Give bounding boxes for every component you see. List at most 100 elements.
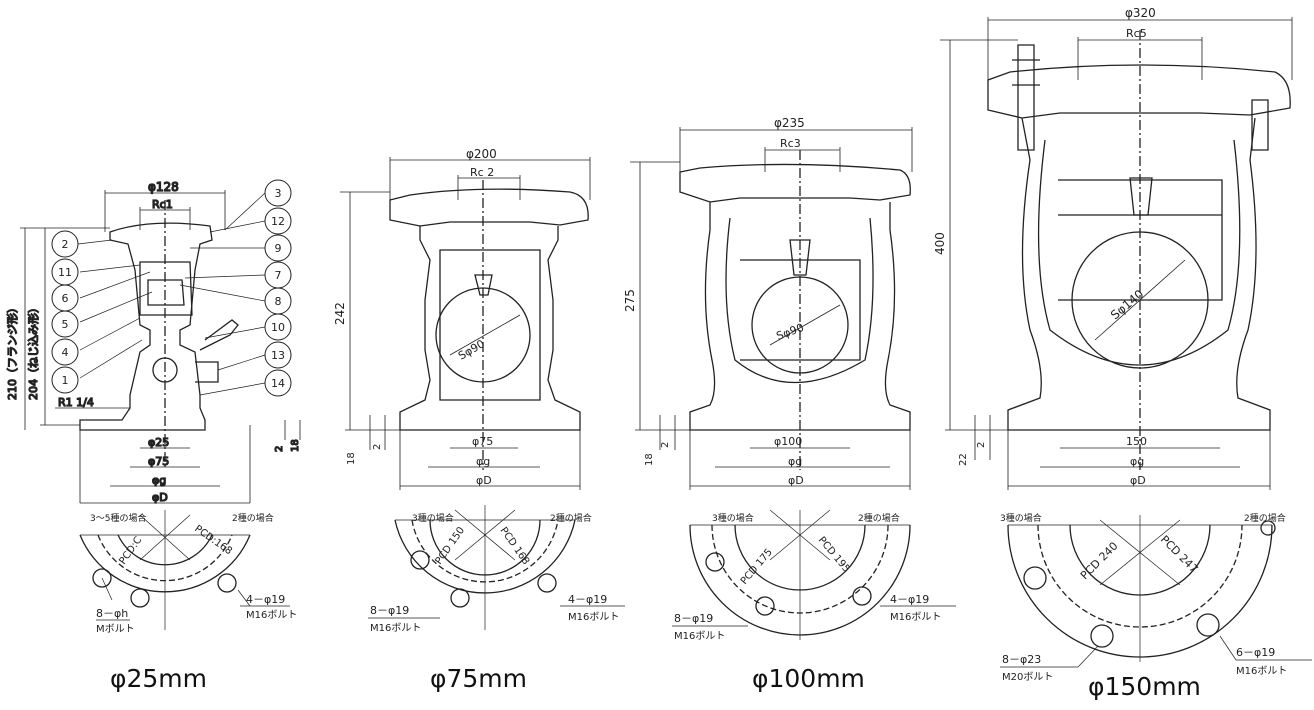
d100-phi235: φ235 [774,116,805,130]
d100-bolt-left: 8－φ19 [674,612,713,625]
d150-bolt-right [1251,99,1269,151]
callout-10 [264,313,292,341]
d100-phig: φg [788,455,802,468]
d25-dim-height [20,227,130,430]
callout-4-label: 4 [62,346,69,359]
d25-rc1: Rc1 [152,198,173,211]
d25-plan-lines [80,510,250,630]
d150-phi320: φ320 [1125,6,1156,20]
d25-phi128: φ128 [148,180,179,194]
callout-8-label: 8 [275,295,282,308]
d100-flange-plan: 3種の場合 2種の場合 PCD 175 PCD 195 8－φ19 M16ボルト… [672,509,956,642]
caption-d100: φ100mm [752,664,865,693]
callout-1 [51,366,79,394]
d25-callouts [51,179,292,397]
d100-bolt-hole-right [852,586,872,606]
d150-inner [1037,139,1241,366]
d25-bolt-left-sub: Mボルト [96,623,135,635]
d100-bolt-left-sub: M16ボルト [674,630,725,642]
caption-d150: φ150mm [1088,672,1201,701]
d150-bolt-hole-right2 [1260,520,1276,536]
d150-bolt-left-sub: M20ボルト [1002,671,1053,683]
d75-sphere: Sφ90 [456,337,487,362]
d150-dim-22: 22 [958,453,969,466]
d25-h-screw: 204（ねじ込み形） [27,302,40,400]
d25-bolt-right-sub: M16ボルト [246,609,297,621]
d100-bolt-right-sub: M16ボルト [890,611,941,623]
d150-dim-2: 2 [976,442,987,448]
d75-inner-wall [439,249,541,401]
d150-bolt-right: 6－φ19 [1236,646,1275,659]
callout-6-label: 6 [62,292,69,305]
d25-h-flange: 210（フランジ形） [6,302,19,400]
callout-7-label: 7 [275,269,282,282]
d25-bolt-leaders [96,577,290,621]
d75-phiD: φD [476,474,492,487]
d100-bolt-hole-left [705,552,725,572]
d100-pcd-left: PCD 175 [739,547,775,587]
callout-5 [51,310,79,338]
d25-dim-bottom [79,420,301,504]
d150-bolt-left [1012,44,1040,151]
callout-3 [264,179,292,207]
d150-float-arm [1129,177,1153,216]
d75-bolt-leaders [368,605,625,619]
d100-bolt-right: 4－φ19 [890,593,929,606]
d25-bolt-hole-right [217,573,237,593]
callout-13 [264,341,292,369]
callout-3-label: 3 [275,187,282,200]
d150-dims [940,17,1293,490]
callout-1-label: 1 [62,374,69,387]
d150-plan-lines [1008,515,1272,662]
d75-dim-2: 2 [372,444,383,450]
d100-cover [679,163,911,203]
d100-type-left: 3種の場合 [712,512,754,524]
d75-cover [389,188,589,227]
callout-12-label: 12 [271,215,285,228]
view-d100: φ235 Rc3 275 Sφ90 φ100 φg φD 18 2 3種の場合 … [623,116,956,642]
d25-float [147,279,185,306]
d100-dim-2: 2 [660,442,671,448]
d100-rc3: Rc3 [780,137,801,150]
d75-body [399,226,581,431]
d75-bolt-hole-left2 [450,588,470,608]
d150-pcd-right: PCD 247 [1158,533,1201,576]
d75-bolt-right-sub: M16ボルト [568,611,619,623]
d150-type-right: 2種の場合 [1244,512,1286,524]
d75-float-arm [474,274,493,296]
callout-14 [264,369,292,397]
d150-rc5: Rc5 [1126,27,1147,40]
d100-height: 275 [623,289,637,312]
d75-bolt-hole-left [410,550,430,570]
d25-type-left: 3～5種の場合 [90,512,146,524]
view-d150: φ320 Rc5 400 Sφ140 150 φg φD 22 2 3種の場合 … [933,6,1312,683]
d25-bolt-hole-left [92,568,112,588]
d100-dims [630,127,913,490]
d100-bolt-hole-left2 [755,596,775,616]
d25-phiD: φD [152,491,168,504]
d150-bolt-right-sub: M16ボルト [1236,665,1287,677]
d75-dims [340,157,591,490]
d150-flange-plan: 3種の場合 2種の場合 PCD 240 PCD 247 8－φ23 M20ボルト… [1000,512,1312,683]
d100-bolt-leaders [672,605,956,627]
d100-dim-18: 18 [644,453,655,466]
d25-side-fitting [195,361,219,383]
callout-12 [264,207,292,235]
d150-height: 400 [933,232,947,255]
callout-2 [51,230,79,258]
d75-rc2: Rc 2 [470,166,494,179]
callout-10-label: 10 [271,321,285,334]
d25-phig: φg [152,474,166,487]
d75-bolt-right: 4－φ19 [568,593,607,606]
d75-phi200: φ200 [466,147,497,161]
d25-leaders [77,192,266,396]
d25-body [79,222,213,431]
callout-13-label: 13 [271,349,285,362]
d25-flange-plan: 3～5種の場合 2種の場合 PCD:C PCD:168 8－φh Mボルト 4－… [79,510,297,635]
d150-bolt-leaders [1000,635,1312,668]
d25-type-right: 2種の場合 [232,512,274,524]
d75-pcd-right: PCD 168 [498,525,532,567]
d75-bolt-left: 8－φ19 [370,604,409,617]
d150-bolt-hole-left2 [1090,624,1114,648]
